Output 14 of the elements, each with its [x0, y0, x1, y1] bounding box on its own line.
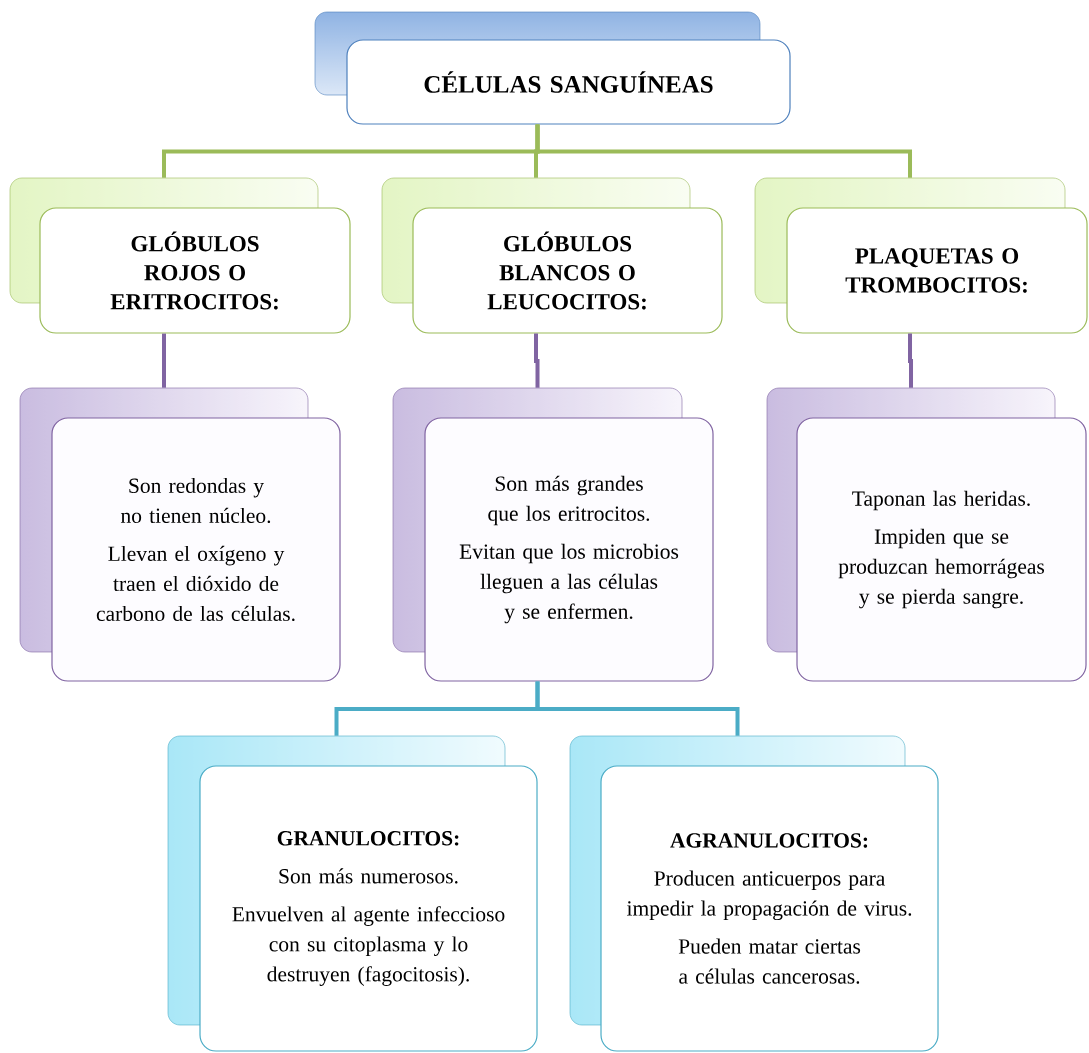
- concept-box: PLAQUETAS O TROMBOCITOS:: [754, 177, 1088, 334]
- concept-box: GLÓBULOS BLANCOS O LEUCOCITOS:: [381, 177, 723, 334]
- concept-box: AGRANULOCITOS: Producen anticuerpos para impedir la propagación de virus. Pueden matar ciertas a células cancerosas.: [569, 735, 939, 1052]
- concept-box: Taponan las heridas. Impiden que se produzcan hemorrágeas y se pierda sangre.: [766, 387, 1087, 682]
- concept-box: GLÓBULOS ROJOS O ERITROCITOS:: [9, 177, 351, 334]
- concept-box: Son más grandes que los eritrocitos. Evitan que los microbios lleguen a las células y se enfermen.: [392, 387, 714, 682]
- concept-box: GRANULOCITOS: Son más numerosos. Envuelven al agente infeccioso con su citoplasma y lo destruyen (fagocitosis).: [167, 735, 538, 1052]
- connector-line: [908, 333, 913, 388]
- concept-box: Son redondas y no tienen núcleo. Llevan el oxígeno y traen el dióxido de carbono de las células.: [19, 387, 341, 682]
- connector-line: [162, 333, 166, 388]
- concept-box: CÉLULAS SANGUÍNEAS: [314, 11, 791, 125]
- connector-line: [535, 124, 912, 178]
- connector-line: [535, 681, 740, 736]
- connector-line: [534, 333, 540, 388]
